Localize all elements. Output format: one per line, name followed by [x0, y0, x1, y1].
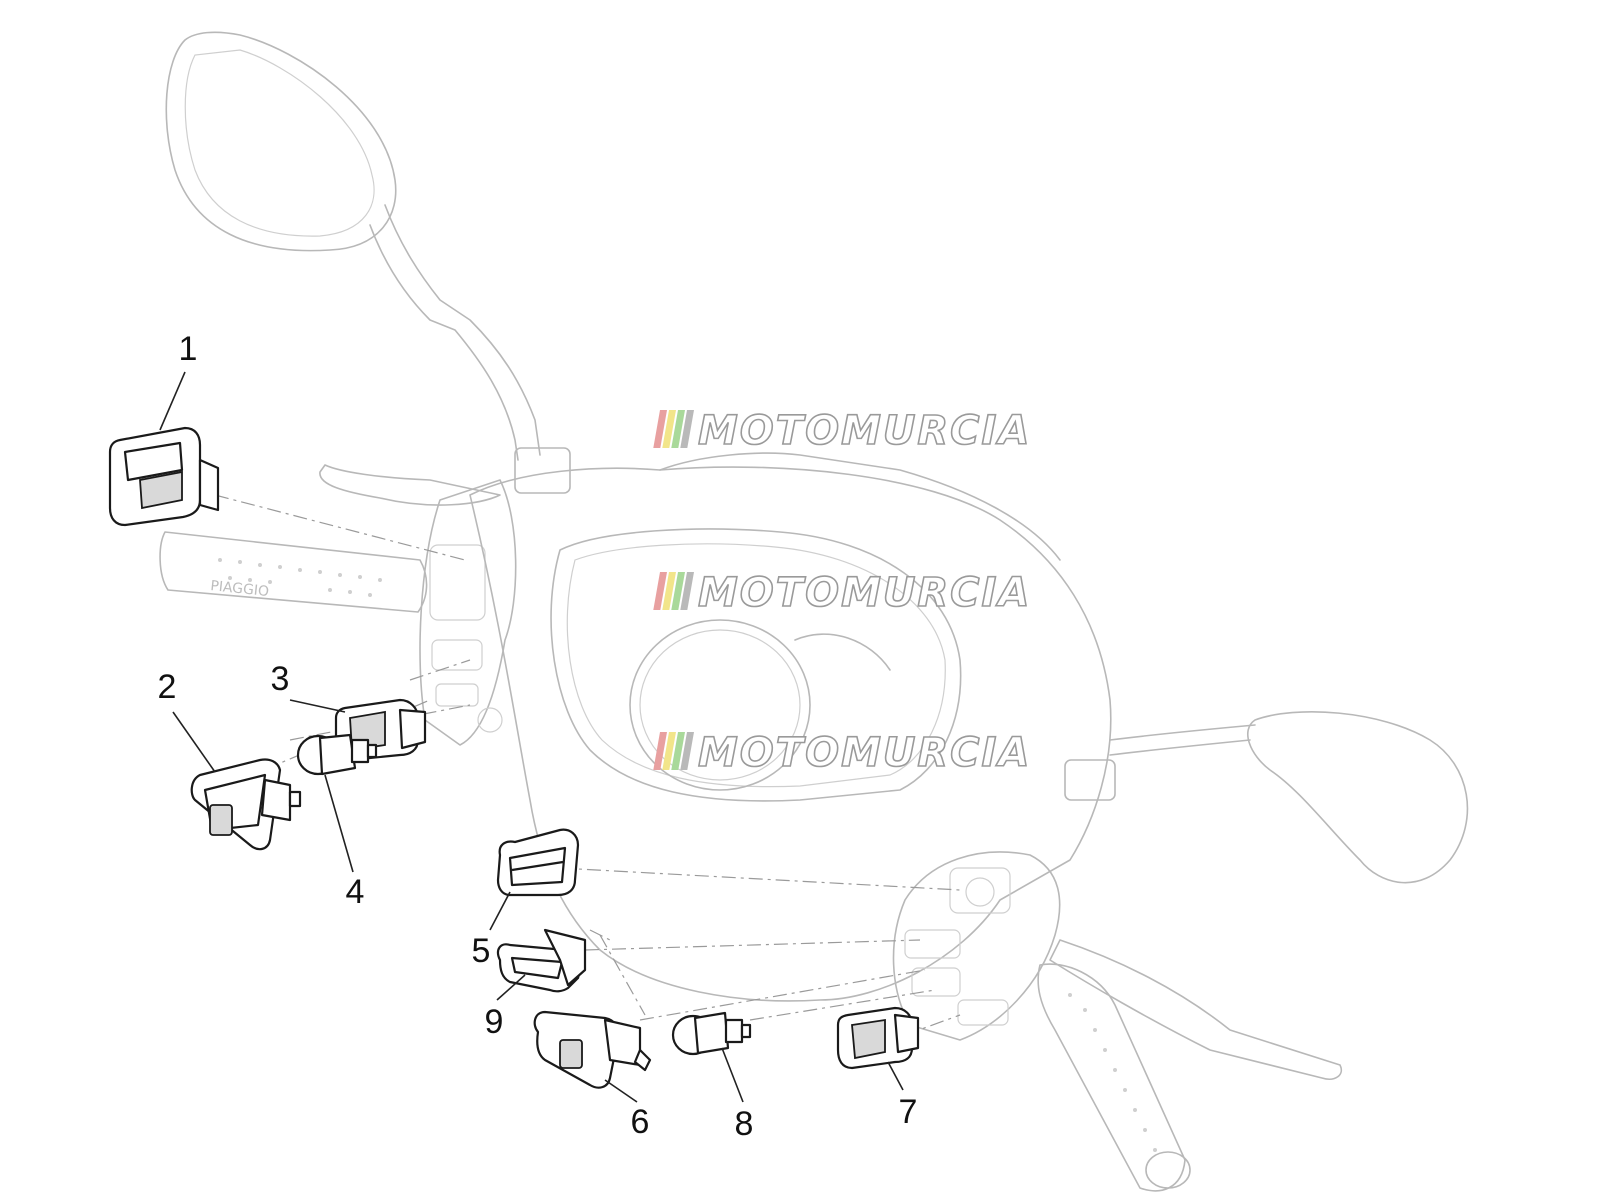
watermark-text: MOTOMURCIA	[698, 730, 1031, 776]
part-4-button	[296, 733, 378, 776]
part-5-cap	[496, 828, 580, 897]
left-grip-dots	[218, 558, 382, 597]
callout-3: 3	[271, 660, 290, 698]
part-2-switch	[190, 758, 302, 851]
callout-2: 2	[158, 668, 177, 706]
callout-5: 5	[472, 932, 491, 970]
part-1-switch	[108, 426, 220, 527]
callout-9: 9	[485, 1003, 504, 1041]
left-grip-brand: PIAGGIO	[210, 578, 270, 600]
watermark-2: MOTOMURCIA	[653, 569, 1031, 617]
watermark-text: MOTOMURCIA	[698, 408, 1031, 454]
part-6-switch	[533, 1010, 652, 1089]
watermark-stripes	[653, 572, 694, 610]
assembly-lines	[214, 494, 961, 1036]
callout-labels: 1 2 3 4 5 6 7 8 9	[158, 330, 918, 1143]
watermark-text: MOTOMURCIA	[698, 570, 1031, 616]
watermark-stripes	[653, 732, 694, 770]
part-8-button	[671, 1011, 752, 1056]
right-grip-dots	[1068, 993, 1157, 1152]
callout-1: 1	[179, 330, 198, 368]
callout-7: 7	[899, 1093, 918, 1131]
leader-lines	[159, 371, 904, 1103]
watermark-1: MOTOMURCIA	[653, 407, 1031, 455]
part-9-bezel	[496, 928, 587, 993]
watermark-stripes	[653, 410, 694, 448]
callout-6: 6	[631, 1103, 650, 1141]
callout-4: 4	[346, 873, 365, 911]
callout-8: 8	[735, 1105, 754, 1143]
part-7-switch	[836, 1006, 920, 1070]
watermark-3: MOTOMURCIA	[653, 729, 1031, 777]
